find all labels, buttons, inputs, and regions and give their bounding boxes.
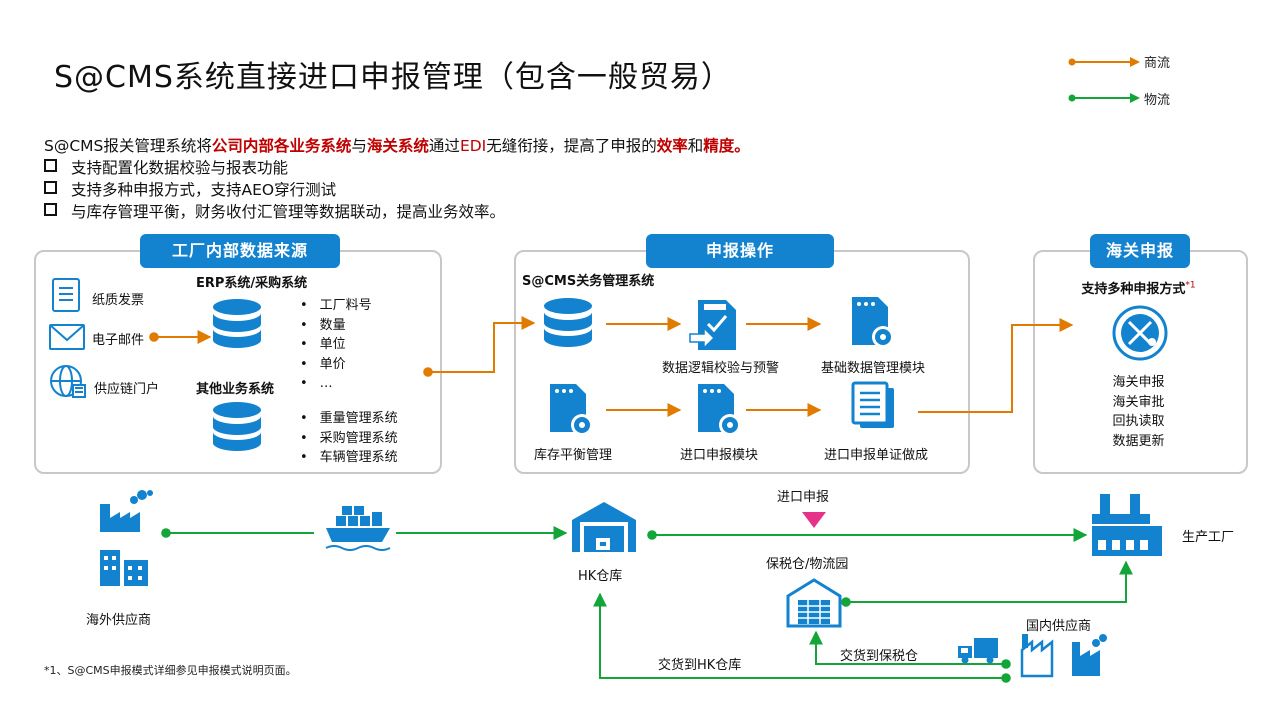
list-item: … <box>300 374 372 394</box>
globe-icon <box>50 365 86 398</box>
production-factory-icon <box>1092 494 1162 556</box>
legend-logistics-label: 物流 <box>1144 93 1171 108</box>
customs-declare-panel <box>1033 250 1248 474</box>
bullet-text: 支持配置化数据校验与报表功能 <box>71 159 289 177</box>
legend: 商流 物流 <box>1064 50 1254 110</box>
source-paper-invoice: 纸质发票 <box>92 293 145 308</box>
intro-highlight: 精度。 <box>703 137 750 155</box>
page-title: S@CMS系统直接进口申报管理（包含一般贸易） <box>54 60 732 95</box>
intro-part: 无缝衔接，提高了申报的 <box>486 137 657 155</box>
tools-icon <box>1112 305 1168 361</box>
hk-warehouse-label: HK仓库 <box>578 569 623 584</box>
intro-part: S@CMS报关管理系统将 <box>44 137 212 155</box>
source-supply-portal: 供应链门户 <box>94 382 160 397</box>
inventory-gear-icon <box>550 384 593 436</box>
intro-part: 和 <box>687 137 704 155</box>
domestic-supplier-label: 国内供应商 <box>1026 619 1092 634</box>
legend-commerce-label: 商流 <box>1144 56 1171 71</box>
import-declare-label: 进口申报 <box>777 490 830 505</box>
feature-bullet: 支持配置化数据校验与报表功能 <box>44 157 288 179</box>
customs-declare-tab: 海关申报 <box>1090 234 1190 268</box>
customs-subtitle: 支持多种申报方式*1 <box>1040 278 1237 297</box>
list-item: 车辆管理系统 <box>300 448 398 468</box>
declare-operation-tab: 申报操作 <box>646 234 834 268</box>
footnote: *1、S@CMS申报模式详细参见申报模式说明页面。 <box>44 664 297 677</box>
ship-icon <box>325 506 391 551</box>
scms-database-icon <box>544 298 592 347</box>
list-item: 单价 <box>300 355 372 375</box>
overseas-factory-icon <box>100 490 153 586</box>
list-item: 海关审批 <box>1112 394 1165 410</box>
node-import-module-label: 进口申报模块 <box>680 448 759 463</box>
basic-data-gear-icon <box>852 297 894 348</box>
other-database-icon <box>213 402 261 451</box>
list-item: 数据更新 <box>1112 433 1165 449</box>
list-item: 数量 <box>300 316 372 336</box>
feature-bullet: 与库存管理平衡，财务收付汇管理等数据联动，提高业务效率。 <box>44 201 505 223</box>
factory-data-tab: 工厂内部数据来源 <box>140 234 340 268</box>
hk-warehouse-icon <box>572 502 636 552</box>
source-email: 电子邮件 <box>92 333 145 348</box>
bullet-text: 支持多种申报方式，支持AEO穿行测试 <box>71 181 337 199</box>
customs-item-list: 海关申报 海关审批 回执读取 数据更新 <box>1040 373 1237 451</box>
mail-icon <box>49 324 85 350</box>
truck-icon <box>958 638 998 664</box>
node-import-doc-label: 进口申报单证做成 <box>824 448 929 463</box>
other-item-list: 重量管理系统 采购管理系统 车辆管理系统 <box>300 409 398 468</box>
doc-to-customs-arrow <box>918 318 1074 413</box>
bonded-warehouse-label: 保税仓/物流园 <box>766 557 849 572</box>
list-item: 回执读取 <box>1112 414 1165 429</box>
bullet-text: 与库存管理平衡，财务收付汇管理等数据联动，提高业务效率。 <box>71 203 506 221</box>
intro-highlight: 效率 <box>656 137 688 155</box>
node-inventory-label: 库存平衡管理 <box>534 448 613 463</box>
deliver-hk-label: 交货到HK仓库 <box>658 658 742 673</box>
erp-item-list: 工厂料号 数量 单位 单价 … <box>300 296 372 394</box>
domestic-to-hk-arrow <box>593 592 1011 683</box>
node-basic-data-label: 基础数据管理模块 <box>821 361 926 376</box>
feature-bullet: 支持多种申报方式，支持AEO穿行测试 <box>44 179 336 201</box>
factory-to-scms-arrow <box>423 316 536 377</box>
production-factory-label: 生产工厂 <box>1182 530 1235 545</box>
list-item: 重量管理系统 <box>300 409 398 429</box>
footnote-mark: *1 <box>1185 280 1196 291</box>
overseas-supplier-label: 海外供应商 <box>86 613 152 628</box>
domestic-supplier-icon <box>1020 634 1107 678</box>
intro-highlight: EDI <box>459 137 487 155</box>
validate-check-icon <box>689 300 736 350</box>
document-stack-icon <box>851 381 894 428</box>
intro-highlight: 公司内部各业务系统 <box>211 137 352 155</box>
document-icon <box>52 278 80 312</box>
list-item: 采购管理系统 <box>300 429 398 449</box>
intro-text: S@CMS报关管理系统将公司内部各业务系统与海关系统通过EDI无缝衔接，提高了申… <box>44 135 750 157</box>
scms-system-label: S@CMS关务管理系统 <box>522 274 655 289</box>
intro-part: 与 <box>351 137 367 155</box>
import-declare-marker <box>802 512 826 528</box>
customs-subtitle-text: 支持多种申报方式 <box>1081 282 1186 297</box>
node-validate-label: 数据逻辑校验与预警 <box>662 361 780 376</box>
list-item: 工厂料号 <box>300 296 372 316</box>
deliver-bonded-label: 交货到保税仓 <box>840 649 919 664</box>
list-item: 单位 <box>300 335 372 355</box>
bonded-warehouse-icon <box>786 578 842 628</box>
intro-highlight: 海关系统 <box>366 137 429 155</box>
erp-database-icon <box>213 299 261 348</box>
import-module-gear-icon <box>698 384 741 436</box>
bonded-to-factory-arrow <box>841 560 1133 607</box>
legend-swatches <box>1068 57 1140 103</box>
list-item: 海关申报 <box>1112 375 1165 390</box>
erp-label: ERP系统/采购系统 <box>196 276 308 291</box>
intro-part: 通过 <box>428 137 460 155</box>
other-system-label: 其他业务系统 <box>196 382 275 397</box>
